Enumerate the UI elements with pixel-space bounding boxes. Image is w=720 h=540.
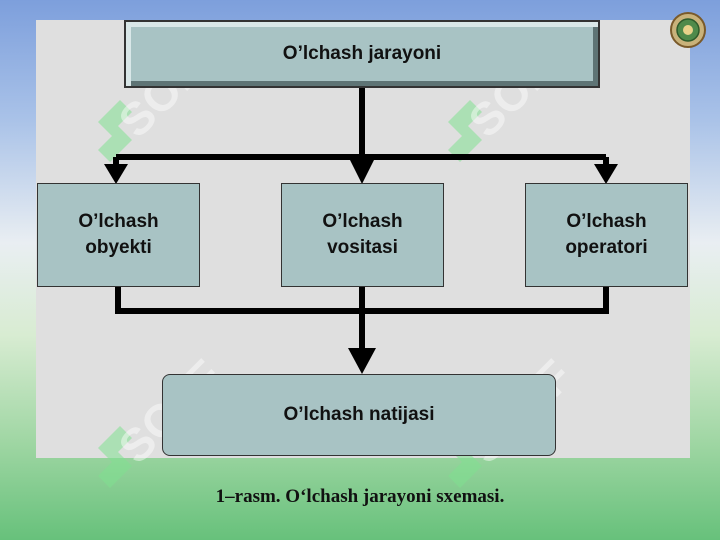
process-box-operator-label: O’lchash operatori <box>565 211 648 258</box>
emblem-icon <box>670 12 706 48</box>
arrow-center <box>350 160 374 184</box>
process-box-object: O’lchash obyekti <box>37 183 200 287</box>
arrow-left <box>104 164 128 184</box>
process-box-top: O’lchash jarayoni <box>124 20 600 88</box>
process-box-operator: O’lchash operatori <box>525 183 688 287</box>
process-box-instrument-label: O’lchash vositasi <box>322 211 403 258</box>
arrow-bottom <box>348 348 376 374</box>
process-box-top-label: O’lchash jarayoni <box>282 43 442 64</box>
process-box-instrument: O’lchash vositasi <box>281 183 444 287</box>
arrow-right <box>594 164 618 184</box>
process-box-result-label: O’lchash natijasi <box>283 404 435 425</box>
process-box-object-label: O’lchash obyekti <box>78 211 159 258</box>
figure-caption: 1–rasm. O‘lchash jarayoni sxemasi. <box>215 486 505 507</box>
process-box-result: O’lchash natijasi <box>162 374 556 456</box>
